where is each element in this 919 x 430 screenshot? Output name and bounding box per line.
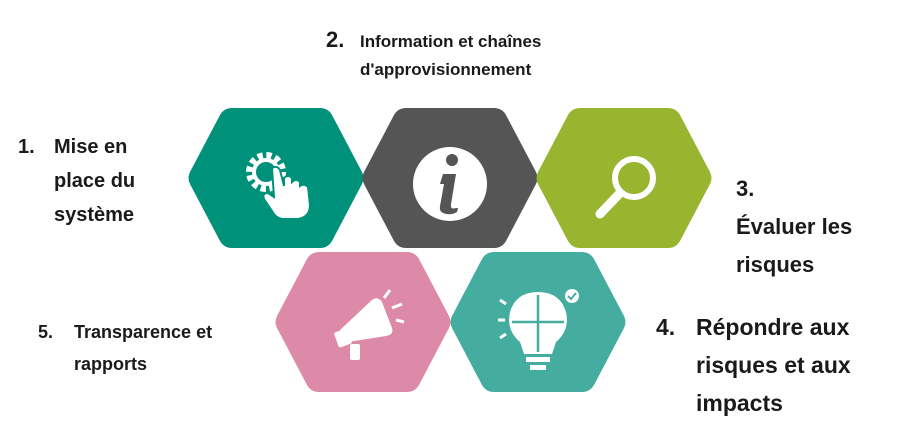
step-4-label: 4. Répondre aux risques et aux impacts (656, 308, 896, 422)
step-3-text: Évaluer les risques (736, 214, 853, 277)
lightbulb-puzzle-icon (498, 289, 579, 370)
hexagon-step-4 (450, 252, 626, 392)
step-3-number: 3. (736, 176, 755, 201)
step-1-number: 1. (18, 136, 35, 158)
step-1-label: 1. Mise en place du système (18, 130, 164, 232)
hexagon-step-3 (536, 108, 712, 248)
step-2-text: Information et chaînes d'approvisionneme… (360, 32, 542, 79)
hexagon-step-5 (275, 252, 451, 392)
gear-hand-icon (246, 152, 312, 220)
step-5-text: Transparence et rapports (74, 322, 213, 374)
step-2-number: 2. (326, 27, 345, 52)
step-5-label: 5. Transparence et rapports (38, 316, 234, 380)
step-1-text: Mise en place du système (54, 136, 136, 226)
step-4-number: 4. (656, 314, 676, 340)
step-4-text: Répondre aux risques et aux impacts (696, 314, 851, 416)
hexagon-step-1 (188, 108, 364, 248)
step-3-label: 3. Évaluer les risques (736, 170, 919, 284)
step-2-label: 2. Information et chaînes d'approvisionne… (326, 26, 620, 82)
step-5-number: 5. (38, 322, 54, 342)
megaphone-icon (334, 289, 405, 360)
info-icon (413, 147, 487, 221)
hexagon-step-2 (362, 108, 538, 248)
magnifier-icon (595, 156, 656, 219)
